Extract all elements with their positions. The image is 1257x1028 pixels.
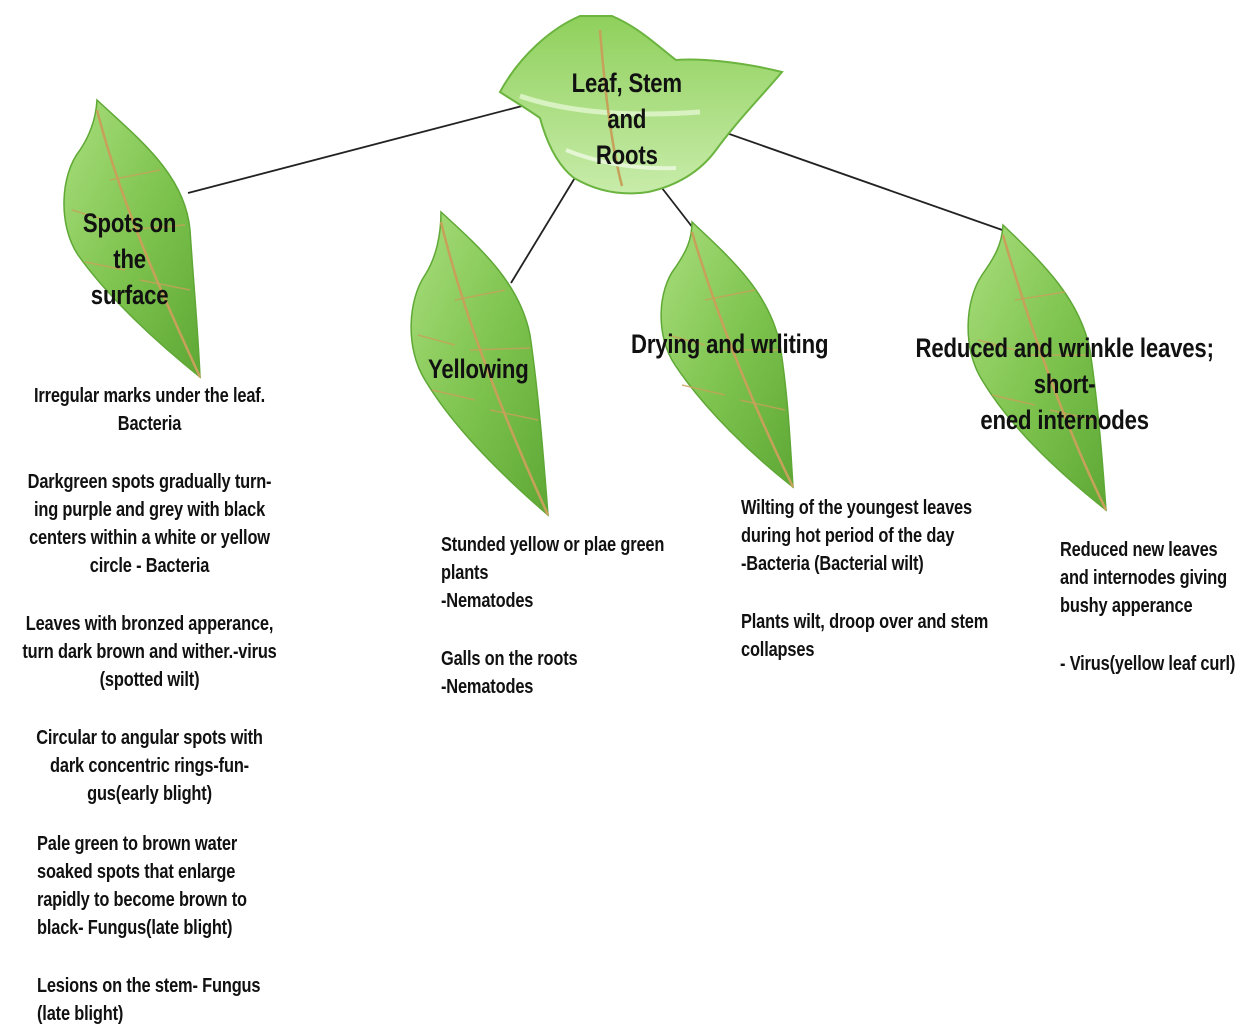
root-label: Leaf, Stem and Roots — [553, 65, 701, 173]
description-block-yellowing: Stunded yellow or plae green plants -Nem… — [441, 531, 703, 701]
leaf-drying — [660, 220, 795, 489]
description-item: Darkgreen spots gradually turn- ing purp… — [27, 471, 272, 577]
leaf-reduced — [967, 223, 1108, 512]
branch-label-yellowing: Yellowing — [428, 351, 543, 387]
branch-label-yellowing-text: Yellowing — [428, 354, 529, 384]
description-block-drying: Wilting of the youngest leaves during ho… — [741, 494, 1020, 664]
branch-label-spots: Spots on the surface — [64, 205, 195, 313]
description-item: - Virus(yellow leaf curl) — [1060, 653, 1236, 675]
description-item: Galls on the roots -Nematodes — [441, 648, 578, 698]
description-item: Plants wilt, droop over and stem collaps… — [741, 611, 989, 661]
description-item: Lesions on the stem- Fungus (late blight… — [37, 975, 261, 1025]
leaf-spots — [63, 98, 202, 379]
branch-label-spots-text: Spots on the surface — [82, 208, 177, 310]
description-item: Pale green to brown water soaked spots t… — [37, 833, 247, 939]
connector-reduced — [697, 122, 1009, 233]
root-label-text: Leaf, Stem and Roots — [571, 68, 682, 170]
description-block-spots-left: Pale green to brown water soaked spots t… — [37, 830, 299, 1028]
description-block-reduced: Reduced new leaves and internodes giving… — [1060, 536, 1257, 678]
description-item: Irregular marks under the leaf. Bacteria — [34, 385, 265, 435]
description-item: Reduced new leaves and internodes giving… — [1060, 539, 1227, 617]
description-item: Leaves with bronzed apperance, turn dark… — [22, 613, 277, 691]
branch-label-drying-text: Drying and wrliting — [631, 329, 829, 359]
branch-label-reduced: Reduced and wrinkle leaves; short- ened … — [915, 330, 1214, 438]
leaf-yellowing — [410, 210, 550, 517]
description-block-spots: Irregular marks under the leaf. Bacteria… — [6, 382, 293, 808]
connector-spots — [187, 99, 546, 194]
description-item: Circular to angular spots with dark conc… — [36, 727, 263, 805]
branch-label-reduced-text: Reduced and wrinkle leaves; short- ened … — [915, 333, 1214, 435]
root-leaf — [498, 15, 784, 195]
description-item: Wilting of the youngest leaves during ho… — [741, 497, 972, 575]
connector-yellowing — [510, 175, 577, 284]
branch-label-drying: Drying and wrliting — [631, 326, 844, 362]
description-item: Stunded yellow or plae green plants -Nem… — [441, 534, 665, 612]
